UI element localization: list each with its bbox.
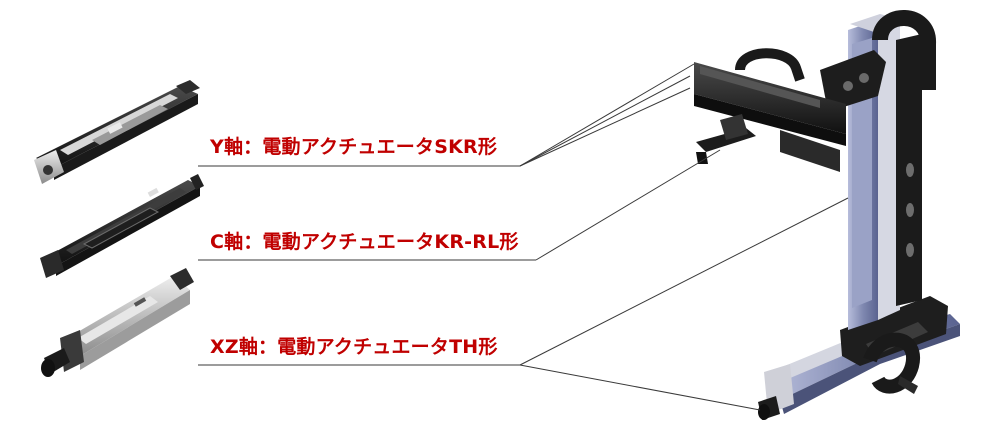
leader-lines — [198, 63, 849, 411]
kr-rl-actuator-image — [40, 174, 204, 278]
skr-actuator-image — [34, 80, 200, 184]
xz-axis-leader-2 — [519, 364, 761, 411]
gantry-robot-assembly-image — [694, 10, 960, 420]
y-axis-leader-3 — [519, 87, 691, 167]
th-actuator-image — [41, 268, 194, 377]
c-axis-label: C軸：電動アクチュエータKR-RL形 — [210, 231, 519, 253]
xz-axis-leader-1 — [519, 197, 849, 366]
y-axis-leader-2 — [519, 75, 691, 167]
y-axis-label: Y軸：電動アクチュエータSKR形 — [210, 136, 498, 158]
c-axis-leader — [535, 149, 721, 261]
y-axis-leader-1 — [519, 63, 695, 167]
xz-axis-label: XZ軸：電動アクチュエータTH形 — [210, 336, 498, 358]
